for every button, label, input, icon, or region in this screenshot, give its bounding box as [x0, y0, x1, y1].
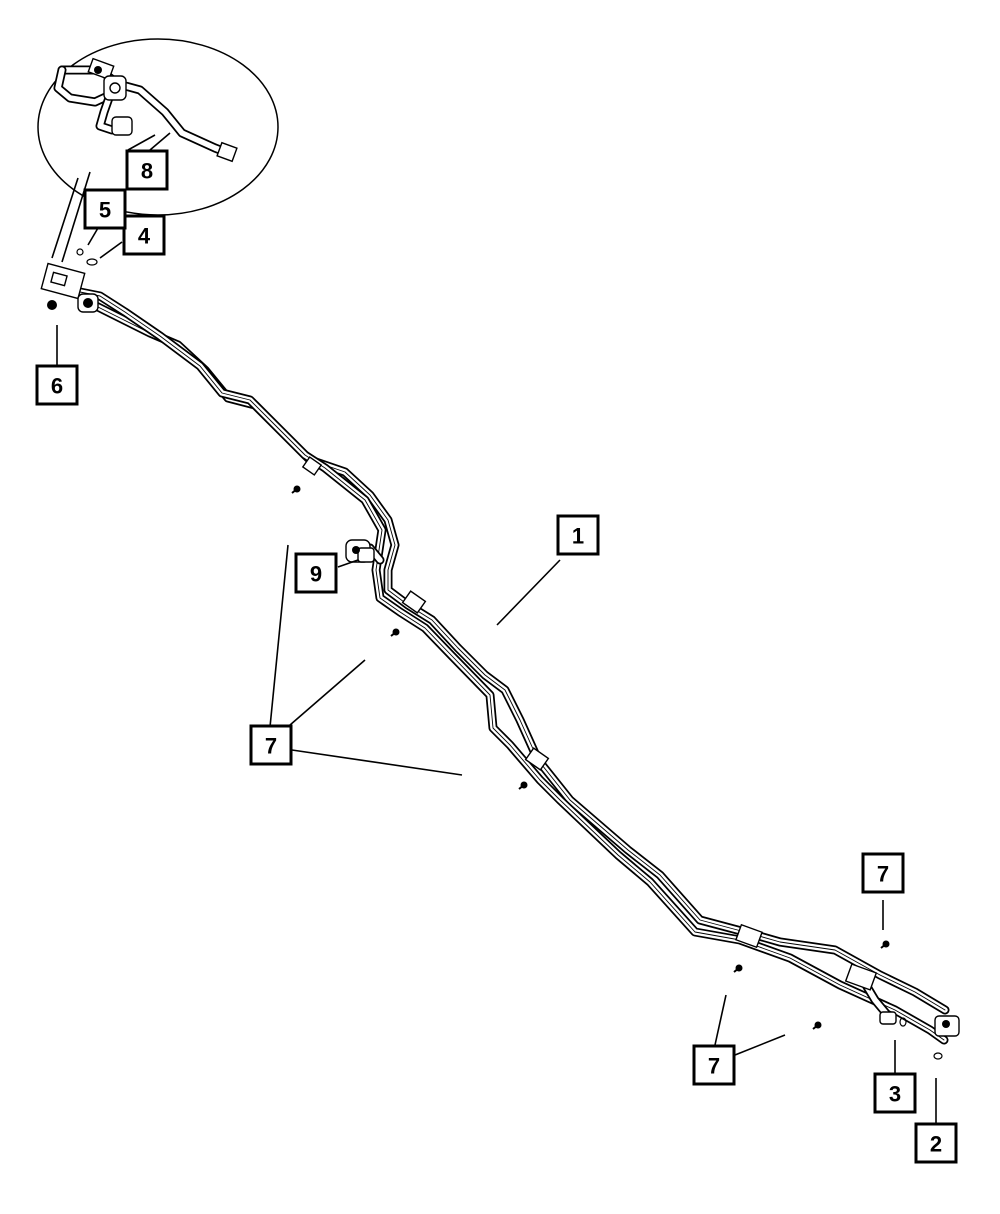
screw-7 — [291, 485, 301, 494]
detail-inset — [37, 38, 279, 263]
leader-8b — [149, 132, 171, 151]
leader-8 — [127, 134, 156, 151]
callout-3: 3 — [873, 1072, 917, 1114]
callout-4-label: 4 — [138, 224, 151, 249]
callout-9-label: 9 — [310, 562, 322, 587]
detail-leader-left — [61, 171, 91, 263]
leader-7-a — [269, 544, 289, 728]
part-1-tube-assembly — [65, 285, 950, 1045]
part-4-o-ring — [86, 258, 98, 266]
callout-2: 2 — [914, 1122, 958, 1164]
callout-7-middle: 7 — [249, 724, 293, 766]
detail-leader-left-2 — [51, 177, 79, 259]
tube-brackets — [301, 456, 960, 1037]
part-3-o-ring — [899, 1017, 907, 1027]
screw-7 — [733, 964, 743, 973]
callout-5: 5 — [83, 188, 127, 230]
callout-1-label: 1 — [572, 524, 584, 549]
callout-7-upper-right-label: 7 — [877, 862, 889, 887]
leader-7-b — [289, 659, 366, 726]
callout-1: 1 — [556, 514, 600, 556]
callout-8: 8 — [125, 149, 169, 191]
leader-7-c — [291, 749, 463, 776]
loose-hardware — [76, 248, 943, 1060]
callout-7-lower-right: 7 — [692, 1044, 736, 1086]
leader-5 — [87, 227, 99, 246]
callout-9: 9 — [294, 552, 338, 594]
front-fitting-block — [40, 262, 99, 313]
callout-6: 6 — [35, 364, 79, 406]
callout-8-label: 8 — [141, 159, 153, 184]
screw-7 — [812, 1021, 822, 1030]
screw-7 — [880, 940, 890, 949]
callout-6-label: 6 — [51, 374, 63, 399]
leader-4 — [99, 241, 123, 259]
leader-1 — [496, 559, 561, 626]
leader-7-lower-b — [734, 1034, 786, 1056]
screw-7 — [390, 628, 400, 637]
screw-7 — [518, 781, 528, 790]
callout-2-label: 2 — [930, 1132, 942, 1157]
leader-9 — [337, 559, 359, 568]
callout-5-label: 5 — [99, 198, 111, 223]
part-5-o-ring — [76, 248, 84, 256]
callout-7-upper-right: 7 — [861, 852, 905, 894]
leader-lines — [56, 132, 937, 1125]
part-8-suction-tube — [53, 57, 238, 163]
callout-4: 4 — [122, 214, 166, 256]
leader-7-lower-a — [714, 994, 727, 1046]
part-2-o-ring — [933, 1052, 943, 1060]
part-9-fitting — [345, 539, 375, 563]
callout-7-lower-right-label: 7 — [708, 1054, 720, 1079]
callout-7-middle-label: 7 — [265, 734, 277, 759]
callout-3-label: 3 — [889, 1082, 901, 1107]
